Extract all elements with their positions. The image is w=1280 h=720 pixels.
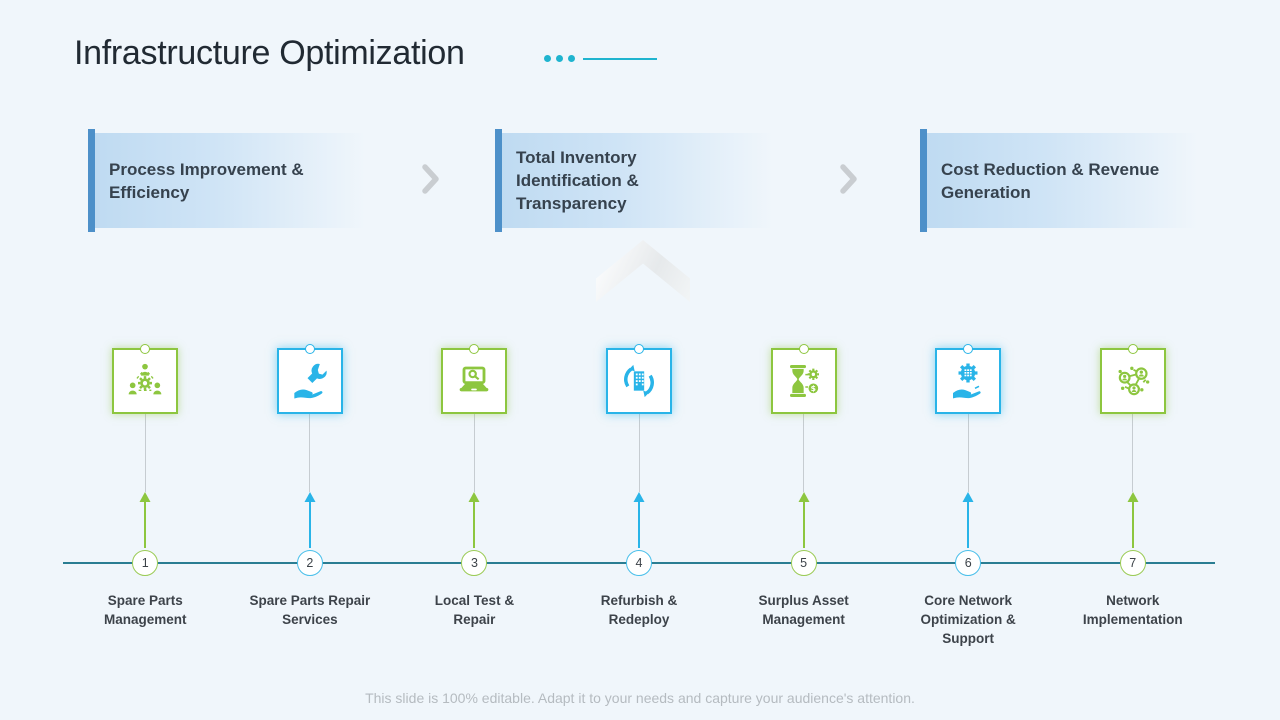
step-label: Core Network Optimization & Support (921, 591, 1016, 648)
step-label: Surplus Asset Management (758, 591, 848, 629)
step-label-line: Spare Parts (107, 593, 183, 608)
stage-box-fill (495, 133, 773, 228)
stage-label-line: Transparency (516, 194, 627, 213)
chevron-right-icon (420, 163, 442, 200)
connector-line (803, 414, 805, 492)
chevron-right-icon (838, 163, 860, 200)
step-label: Network Implementation (1083, 591, 1183, 629)
timeline-item: 4 Refurbish & Redeploy (557, 348, 722, 648)
team-gear-icon (125, 361, 165, 401)
hand-wrench-icon (290, 361, 330, 401)
connector-line (473, 414, 475, 492)
step-label-line: Spare Parts Repair (249, 593, 371, 608)
connector-line (638, 414, 640, 492)
stage-box-process-improvement: Process Improvement & Efficiency (88, 129, 366, 232)
timeline-icon-box (1099, 348, 1166, 414)
up-arrow-icon (961, 492, 975, 548)
timeline-icon-box: $ (770, 348, 837, 414)
stage-label-line: Identification & (516, 171, 639, 190)
up-arrow-icon (303, 492, 317, 548)
stage-accent-bar (88, 129, 95, 232)
stage-label: Total Inventory Identification & Transpa… (495, 146, 639, 215)
up-arrow-icon (138, 492, 152, 548)
step-label-line: Management (762, 612, 845, 627)
timeline-item: 7 Network Implementation (1050, 348, 1215, 648)
accent-dot (568, 55, 575, 62)
step-number-badge: 7 (1119, 550, 1146, 576)
timeline-icon-box (606, 348, 673, 414)
stage-accent-bar (495, 129, 502, 232)
connector-line (309, 414, 311, 492)
timeline-item: $ 5 Surplus Asset Management (721, 348, 886, 648)
stage-label-line: Generation (941, 182, 1031, 202)
timeline-icon-box (441, 348, 508, 414)
step-label-line: Support (942, 631, 995, 646)
step-number-badge: 6 (955, 550, 982, 576)
step-number-badge: 2 (296, 550, 323, 576)
hand-gear-icon (948, 361, 988, 401)
stage-label-line: Efficiency (109, 182, 190, 202)
connector-line (1132, 414, 1134, 492)
step-label-line: Management (104, 612, 187, 627)
accent-dot (556, 55, 563, 62)
step-label: Spare Parts Management (104, 591, 187, 629)
laptop-search-icon (454, 361, 494, 401)
footer-note: This slide is 100% editable. Adapt it to… (365, 690, 915, 706)
hourglass-money-icon: $ (784, 361, 824, 401)
accent-dot (544, 55, 551, 62)
step-label: Spare Parts Repair Services (249, 591, 370, 629)
timeline-item: 2 Spare Parts Repair Services (228, 348, 393, 648)
building-refresh-icon (619, 361, 659, 401)
up-arrow-icon (467, 492, 481, 548)
stage-box-total-inventory: Total Inventory Identification & Transpa… (495, 129, 773, 232)
step-label-line: Optimization & (920, 612, 1016, 627)
stage-box-fill (920, 133, 1198, 228)
stage-box-fill (88, 133, 366, 228)
timeline: 1 Spare Parts Management 2 Spare Parts R… (63, 348, 1215, 648)
stage-label: Cost Reduction & Revenue Generation (920, 158, 1159, 204)
step-label-line: Network (1106, 593, 1160, 608)
step-label-line: Redeploy (608, 612, 670, 627)
timeline-item: 6 Core Network Optimization & Support (886, 348, 1051, 648)
step-number-badge: 4 (626, 550, 653, 576)
timeline-item: 1 Spare Parts Management (63, 348, 228, 648)
accent-line (583, 57, 657, 60)
chevron-up-decoration (596, 240, 690, 302)
connector-line (967, 414, 969, 492)
stage-label-line: Cost Reduction & Revenue (941, 159, 1160, 179)
step-label-line: Repair (453, 612, 496, 627)
stage-label-line: Total Inventory (516, 148, 637, 167)
step-label-line: Refurbish & (600, 593, 678, 608)
up-arrow-icon (797, 492, 811, 548)
up-arrow-icon (1126, 492, 1140, 548)
step-label: Refurbish & Redeploy (601, 591, 678, 629)
connector-line (144, 414, 146, 492)
step-number-badge: 3 (461, 550, 488, 576)
stage-label-line: Process Improvement & (109, 159, 304, 179)
step-label-line: Surplus Asset (758, 593, 849, 608)
title-accent (544, 55, 657, 62)
step-label-line: Core Network (924, 593, 1013, 608)
step-label-line: Services (282, 612, 338, 627)
step-label-line: Local Test & (434, 593, 515, 608)
stage-label: Process Improvement & Efficiency (88, 158, 304, 204)
svg-text:$: $ (810, 384, 815, 393)
step-label-line: Implementation (1082, 612, 1183, 627)
stage-box-cost-reduction: Cost Reduction & Revenue Generation (920, 129, 1198, 232)
step-label: Local Test & Repair (435, 591, 514, 629)
timeline-icon-box (935, 348, 1002, 414)
timeline-icon-box (276, 348, 343, 414)
step-number-badge: 5 (790, 550, 817, 576)
timeline-item: 3 Local Test & Repair (392, 348, 557, 648)
step-number-badge: 1 (132, 550, 159, 576)
page-title: Infrastructure Optimization (74, 34, 465, 72)
timeline-icon-box (112, 348, 179, 414)
up-arrow-icon (632, 492, 646, 548)
people-network-icon (1113, 361, 1153, 401)
stage-accent-bar (920, 129, 927, 232)
